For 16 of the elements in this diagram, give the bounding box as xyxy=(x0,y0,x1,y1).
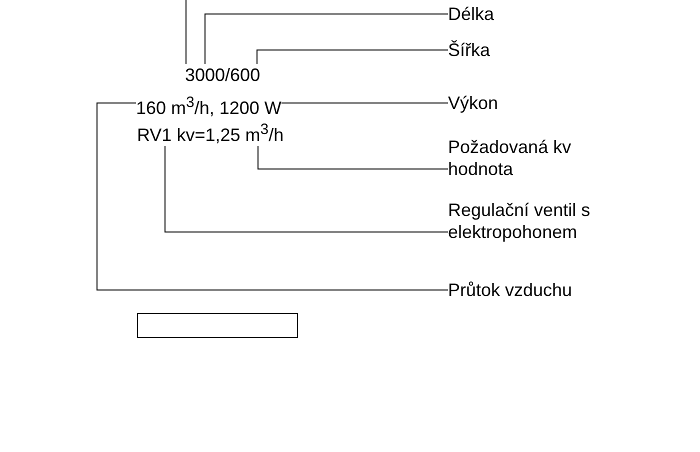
label-text: Délka xyxy=(448,3,494,25)
label-text: RV1 kv=1,25 m$^{3}$/h xyxy=(137,120,284,146)
empty-box xyxy=(137,313,298,338)
leader-line xyxy=(204,14,448,64)
label-text: 3000/600 xyxy=(185,64,260,86)
leader-line xyxy=(280,102,448,104)
label-text: Požadovaná kv hodnota xyxy=(448,136,572,180)
leader-line xyxy=(256,50,448,64)
label-text: Šířka xyxy=(448,39,490,61)
label-text: Průtok vzduchu xyxy=(448,279,572,301)
label-text: Regulační ventil s elektropohonem xyxy=(448,199,592,243)
label-text: 160 m$^{3}$/h, 1200 W xyxy=(136,93,282,119)
leader-line xyxy=(96,102,448,290)
label-text: Výkon xyxy=(448,92,498,114)
leader-line xyxy=(258,146,448,170)
leader-line xyxy=(164,146,448,232)
